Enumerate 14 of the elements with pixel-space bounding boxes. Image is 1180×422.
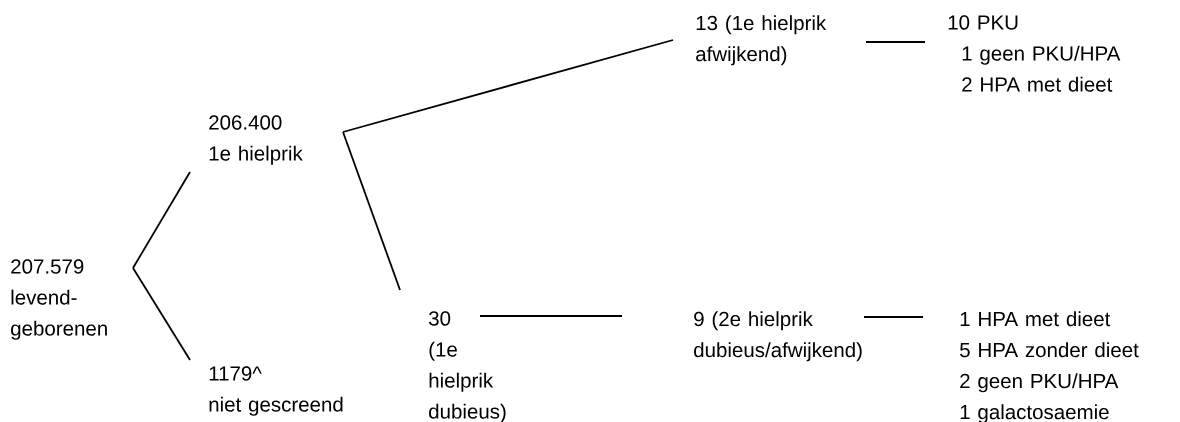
branch-line — [342, 39, 674, 133]
branch-line — [865, 41, 926, 43]
branch-line — [132, 171, 191, 269]
count-text: 206.400 1e hielprik — [209, 115, 303, 165]
branch-line — [132, 267, 191, 361]
count-text: 10 PKU 1 geen PKU/HPA 2 HPA met dieet — [948, 15, 1121, 92]
branch-line — [479, 315, 623, 317]
count-text: 1179^ niet gescreend — [209, 366, 343, 416]
count-text: 9 (2e hielprik dubieus/afwijkend) — [694, 311, 862, 362]
count-text: 207.579 levend- geborenen — [11, 259, 107, 340]
count-text: 30 (1e hielprik dubieus) — [429, 311, 506, 422]
count-text: 13 (1e hielprik afwijkend) — [696, 15, 827, 66]
branch-line — [342, 131, 401, 291]
branch-line — [863, 316, 924, 318]
